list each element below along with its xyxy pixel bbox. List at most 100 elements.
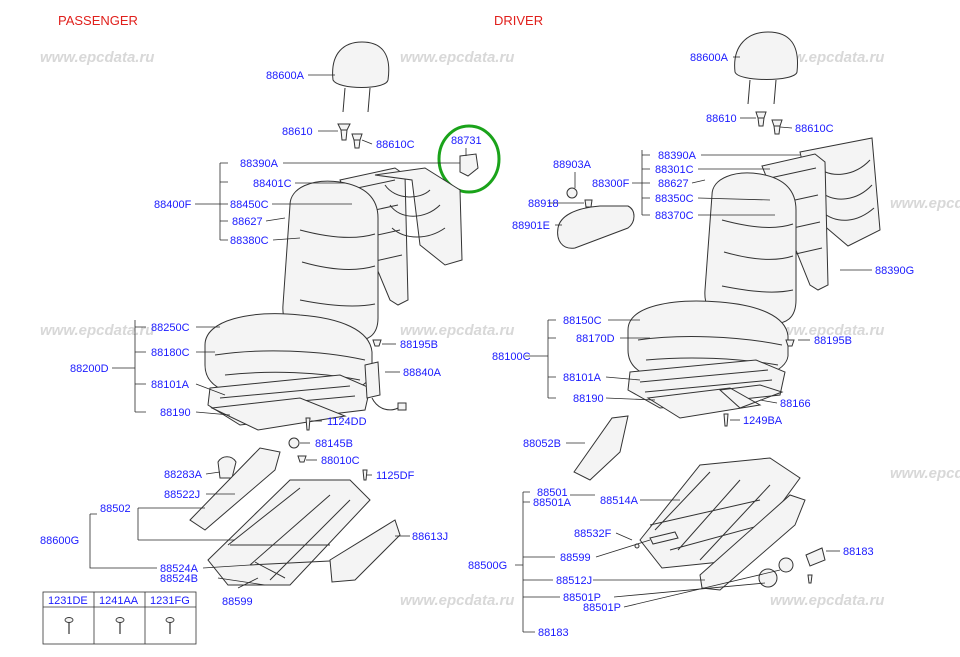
- screw: [807, 574, 813, 584]
- part-label: 88610: [282, 126, 313, 138]
- seat-track-bars: [649, 471, 781, 561]
- seat-track: [639, 457, 801, 569]
- header-driver: DRIVER: [494, 13, 543, 28]
- cushion-pad: [646, 387, 762, 419]
- seat-back-seams: [299, 229, 376, 307]
- part-label: 88501A: [533, 497, 572, 509]
- part-label: 88390A: [240, 158, 279, 170]
- headrest-post: [747, 79, 751, 105]
- seat-track-bars: [227, 487, 351, 581]
- headrest-guide: [351, 133, 363, 149]
- screw: [297, 455, 307, 463]
- part-label: 88610C: [795, 123, 834, 135]
- buckle-connector: [397, 402, 407, 411]
- part-label: 88522J: [164, 489, 200, 501]
- screw: [372, 339, 382, 347]
- outer-cover: [699, 494, 806, 591]
- watermark: www.epcdata.ru: [890, 195, 960, 212]
- seat-back: [704, 172, 797, 324]
- part-label: 88918: [528, 198, 559, 210]
- part-label: 88183: [843, 546, 874, 558]
- part-label: 88301C: [655, 164, 694, 176]
- headrest-post: [367, 87, 371, 113]
- part-label: 1124DD: [327, 416, 367, 428]
- part-label: 88532F: [574, 528, 612, 540]
- headrest-guide: [771, 119, 783, 135]
- headrest-guide: [337, 123, 351, 141]
- leader-lines: [89, 56, 872, 633]
- watermark: www.epcdata.ru: [40, 322, 154, 339]
- headrest-post: [773, 79, 777, 105]
- part-label: 88300F: [592, 178, 630, 190]
- part-label: 88390A: [658, 150, 697, 162]
- armrest-bolt: [584, 199, 593, 208]
- part-label: 88450C: [230, 199, 269, 211]
- cushion-pad: [210, 397, 347, 431]
- seat-back-pad-wire: [384, 184, 446, 238]
- bolt-icon: [64, 617, 74, 634]
- bolt: [723, 413, 729, 427]
- cap-88183: [805, 547, 826, 567]
- watermark: www.epcdata.ru: [400, 49, 514, 66]
- part-label: 88600A: [266, 70, 305, 82]
- part-label: 88514A: [600, 495, 639, 507]
- watermark: www.epcdata.ru: [890, 465, 960, 482]
- part-labels: 88600A 88610 88610C 88731 88390A 88401C …: [40, 52, 914, 639]
- part-label: 88500G: [468, 560, 507, 572]
- highlight-circle: [437, 124, 501, 194]
- watermarks: www.epcdata.ru www.epcdata.ru www.epcdat…: [40, 49, 960, 609]
- part-88731: [459, 153, 479, 177]
- part-label: 88901E: [512, 220, 550, 232]
- watermark: www.epcdata.ru: [400, 322, 514, 339]
- part-label: 88401C: [253, 178, 292, 190]
- recliner-knob: [217, 456, 237, 479]
- watermark: www.epcdata.ru: [770, 49, 884, 66]
- part-label: 88183: [538, 627, 569, 639]
- part-label: 88052B: [523, 438, 561, 450]
- part-label: 88010C: [321, 455, 360, 467]
- part-label: 88613J: [412, 531, 448, 543]
- lever: [254, 561, 286, 579]
- table-header: 1231DE: [48, 595, 88, 607]
- watermark: www.epcdata.ru: [770, 592, 884, 609]
- seat-cushion-frame-bars: [639, 369, 773, 393]
- part-label: 88610C: [376, 139, 415, 151]
- part-label: 88840A: [403, 367, 442, 379]
- part-label: 88166: [780, 398, 811, 410]
- driver-parts: [557, 31, 881, 591]
- headrest: [332, 41, 390, 88]
- bushing: [288, 437, 300, 449]
- seat-back-pad: [374, 167, 463, 266]
- part-label: 88250C: [151, 322, 190, 334]
- outer-cover: [329, 519, 401, 583]
- part-label: 88370C: [655, 210, 694, 222]
- part-label: 88400F: [154, 199, 192, 211]
- part-label: 88101A: [563, 372, 602, 384]
- table-header: 1241AA: [99, 595, 139, 607]
- part-label: 88350C: [655, 193, 694, 205]
- part-label: 88501: [537, 487, 568, 499]
- part-label: 88501P: [563, 592, 601, 604]
- part-label: 88150C: [563, 315, 602, 327]
- seat-back-seams: [721, 219, 794, 293]
- part-label: 88600G: [40, 535, 79, 547]
- bolt-icon: [165, 617, 175, 634]
- part-label: 88627: [658, 178, 689, 190]
- seat-track: [207, 479, 371, 586]
- part-label: 88190: [573, 393, 604, 405]
- headrest-guide: [755, 111, 767, 127]
- passenger-parts: [189, 41, 501, 586]
- seat-cushion-seams: [637, 336, 783, 366]
- buckle-wire: [371, 397, 399, 411]
- bolt: [362, 469, 368, 481]
- screw: [785, 339, 795, 347]
- part-label: 1125DF: [376, 470, 415, 482]
- part-label: 88145B: [315, 438, 353, 450]
- part-label: 88512J: [556, 575, 592, 587]
- side-shield: [189, 447, 281, 531]
- part-label: 88501P: [583, 602, 621, 614]
- watermark: www.epcdata.ru: [400, 592, 514, 609]
- part-label: 88283A: [164, 469, 203, 481]
